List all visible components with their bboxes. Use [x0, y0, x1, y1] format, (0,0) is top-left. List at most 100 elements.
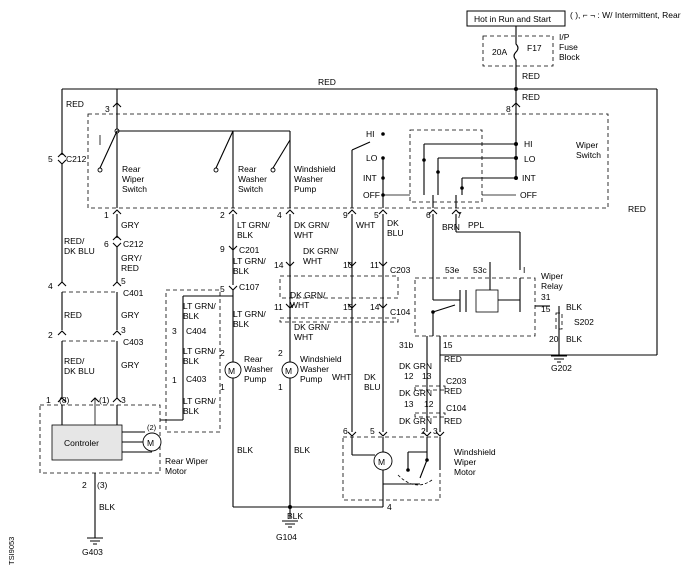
svg-text:3: 3 [121, 395, 126, 405]
svg-text:3: 3 [433, 426, 438, 436]
svg-text:M: M [285, 366, 292, 376]
wire-blk-relay-1: BLK [566, 302, 582, 312]
svg-text:12: 12 [404, 371, 414, 381]
pos-hi-right: HI [524, 139, 533, 149]
pin-1: 1 [104, 210, 109, 220]
windshield-wiper-motor-label: Windshield [454, 447, 496, 457]
pin-7: 7 [457, 210, 462, 220]
relay-pin-31: 31 [541, 292, 551, 302]
figure-id: TSI9053 [7, 537, 16, 565]
svg-text:DK BLU: DK BLU [64, 366, 95, 376]
svg-text:Pump: Pump [294, 184, 316, 194]
conn-c104-b: C104 [446, 403, 467, 413]
svg-text:DK BLU: DK BLU [64, 246, 95, 256]
wire-dk-grn-wht-4: DK GRN/ [294, 322, 330, 332]
svg-text:BLU: BLU [364, 382, 381, 392]
c203-box [279, 275, 399, 299]
svg-text:20: 20 [549, 334, 559, 344]
ground-g403: G403 [82, 547, 103, 557]
conn-c104-a: C104 [390, 307, 411, 317]
c104-box [279, 317, 399, 323]
pin-5-c401: 5 [121, 276, 126, 286]
pin-9: 9 [343, 210, 348, 220]
wire-blk-2: BLK [294, 445, 310, 455]
svg-text:11: 11 [370, 260, 379, 270]
svg-text:Pump: Pump [244, 374, 266, 384]
wire-dk-grn-1: DK GRN [399, 361, 432, 371]
wire-wht-2: WHT [332, 372, 351, 382]
wire-gry-red-1: GRY/ [121, 253, 142, 263]
pin-6: 6 [426, 210, 431, 220]
pin-4-c401: 4 [48, 281, 53, 291]
svg-text:3: 3 [172, 326, 177, 336]
wire-red-dkblu-1: RED/ [64, 236, 85, 246]
wire-ppl: PPL [468, 220, 484, 230]
splice-s202-label: S202 [574, 317, 594, 327]
svg-text:9: 9 [220, 244, 225, 254]
svg-text:RED: RED [121, 263, 139, 273]
wire-red-2-left: RED [64, 310, 82, 320]
wire-red-relay: RED [444, 354, 462, 364]
svg-text:1: 1 [278, 382, 283, 392]
wire-blk-1: BLK [237, 445, 253, 455]
svg-text:2: 2 [278, 348, 283, 358]
rear-wiper-switch-label: Rear [122, 164, 141, 174]
svg-text:6: 6 [343, 426, 348, 436]
ground-g403-icon [87, 537, 103, 545]
fuse-block-label-2: Fuse [559, 42, 578, 52]
fuse-id: F17 [527, 43, 542, 53]
svg-text:Switch: Switch [238, 184, 263, 194]
pin-4: 4 [277, 210, 282, 220]
svg-text:M: M [228, 366, 235, 376]
fuse-block [482, 35, 554, 67]
hot-in-run-label: Hot in Run and Start [474, 14, 552, 24]
wire-red-relay-3: RED [444, 416, 462, 426]
svg-text:Washer: Washer [238, 174, 267, 184]
wire-red-left: RED [66, 99, 84, 109]
conn-c201: C201 [239, 245, 260, 255]
relay-pin-i: I [523, 265, 525, 275]
wire-lt-grn-blk-6: LT GRN/ [183, 396, 216, 406]
wiper-relay-title-1: Wiper [541, 271, 563, 281]
svg-text:WHT: WHT [303, 256, 322, 266]
pos-int-right: INT [522, 173, 536, 183]
svg-text:5: 5 [370, 426, 375, 436]
wire-red-relay-2: RED [444, 386, 462, 396]
wire-lt-grn-blk-3: LT GRN/ [233, 309, 266, 319]
svg-text:Washer: Washer [244, 364, 273, 374]
conn-c403-a: C403 [123, 337, 144, 347]
svg-text:Relay: Relay [541, 281, 563, 291]
ground-g104: G104 [276, 532, 297, 542]
svg-text:5: 5 [220, 284, 225, 294]
svg-text:BLK: BLK [183, 406, 199, 416]
svg-text:14: 14 [370, 302, 380, 312]
relay-pin-53e: 53e [445, 265, 459, 275]
svg-text:WHT: WHT [294, 230, 313, 240]
svg-text:(1): (1) [99, 395, 110, 405]
conn-c203-a: C203 [390, 265, 411, 275]
pos-off-right: OFF [520, 190, 537, 200]
svg-text:BLU: BLU [387, 228, 404, 238]
fuse-block-label-3: Block [559, 52, 581, 62]
fuse-f17-icon [513, 36, 519, 66]
svg-text:Motor: Motor [454, 467, 476, 477]
pin-8: 8 [506, 104, 511, 114]
svg-text:4: 4 [387, 502, 392, 512]
svg-text:13: 13 [422, 371, 432, 381]
pin-6-c212: 6 [104, 239, 109, 249]
wire-brn: BRN [442, 222, 460, 232]
wire-gry-2: GRY [121, 310, 140, 320]
wire-red-1: RED [522, 71, 540, 81]
windshield-washer-switch-label: Windshield [294, 164, 336, 174]
pin-5: 5 [374, 210, 379, 220]
controller-label: Controler [64, 438, 99, 448]
wire-dk-grn-wht-3: DK GRN/ [290, 290, 326, 300]
svg-text:15: 15 [541, 304, 551, 314]
wire-red-dkblu-2: RED/ [64, 356, 85, 366]
wiper-switch-title-1: Wiper [576, 140, 598, 150]
conn-c404: C404 [186, 326, 207, 336]
svg-text:BLK: BLK [183, 356, 199, 366]
wire-lt-grn-blk-2: LT GRN/ [233, 256, 266, 266]
svg-text:BLK: BLK [233, 319, 249, 329]
wire-lt-grn-blk-5: LT GRN/ [183, 346, 216, 356]
